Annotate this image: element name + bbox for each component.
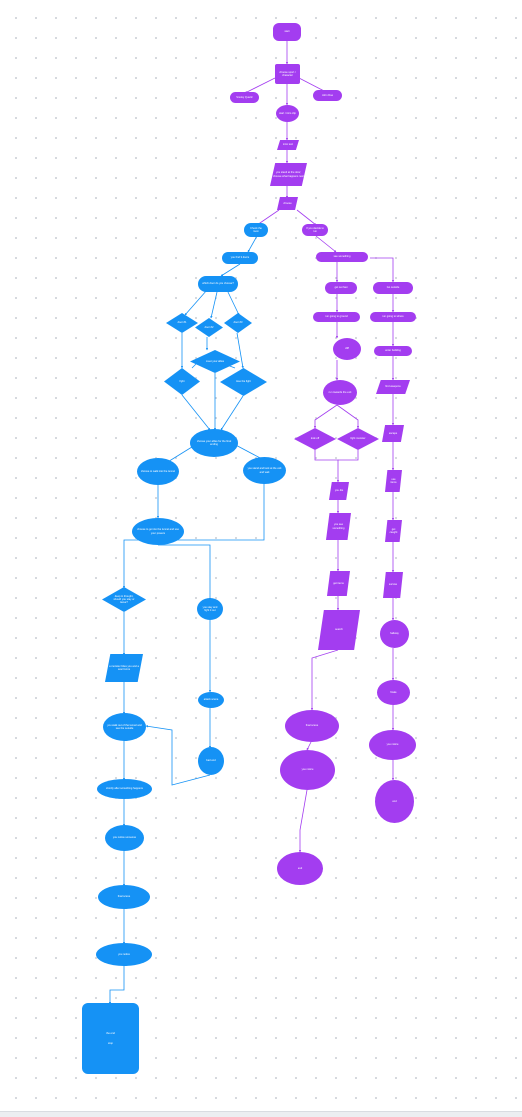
node-enter-building[interactable]: enter building — [374, 346, 412, 356]
node-going-ground[interactable]: run going to ground — [313, 312, 360, 322]
node-door-2[interactable]: door #2 — [195, 318, 223, 337]
node-notice[interactable]: you notice someone — [105, 825, 144, 851]
node-which-door[interactable]: which door do you choose? — [198, 276, 238, 292]
node-stay-fight[interactable]: you stay and fight it out — [197, 598, 223, 620]
node-bad-end[interactable]: bad end — [198, 747, 224, 775]
node-choose[interactable]: choose — [277, 197, 298, 210]
node-purple-col[interactable]: you see something — [326, 513, 351, 540]
node-find-weapons[interactable]: find weapons — [376, 380, 410, 394]
node-fight-monster[interactable]: fight monster — [337, 428, 379, 450]
connector — [296, 209, 317, 226]
node-final-blue[interactable]: final scene — [98, 885, 150, 909]
node-intro-clip[interactable]: start / intro clip — [276, 105, 299, 122]
node-john-doe[interactable]: John Doe — [313, 90, 342, 101]
node-notice-end[interactable]: you notice — [96, 943, 152, 966]
connector — [247, 235, 258, 253]
node-notice-purple[interactable]: you notice — [280, 750, 335, 790]
node-start[interactable]: start — [273, 23, 301, 41]
node-monster-bites[interactable]: a monster bites you and a scar forms — [105, 654, 143, 682]
node-cliff[interactable]: cliff — [333, 338, 361, 360]
connector — [336, 404, 360, 429]
node-right-top[interactable]: Go outside — [373, 282, 413, 294]
node-door-3[interactable]: door #3 — [224, 313, 252, 333]
connector — [313, 404, 338, 429]
node-hallway[interactable]: you notice — [369, 730, 416, 760]
node-choose-right[interactable]: you stand and look at the exit and wait — [243, 457, 286, 484]
node-meet-allies[interactable]: meet your allies — [190, 350, 240, 373]
node-get-caught[interactable]: hallway — [380, 620, 409, 648]
connector — [338, 450, 359, 461]
node-smoky-quartz[interactable]: Smoky Quartz — [230, 92, 259, 103]
node-door-1[interactable]: door #1 — [166, 313, 198, 333]
connector — [315, 235, 337, 253]
connector — [226, 289, 240, 316]
node-run-around[interactable]: run going to where — [370, 312, 416, 322]
node-get-out[interactable]: get out fast — [325, 282, 357, 294]
connector — [210, 291, 218, 319]
node-run-to[interactable]: run towards the exit — [323, 380, 357, 405]
connector — [145, 725, 211, 786]
connector — [256, 209, 280, 226]
node-run[interactable]: If you decide to run — [302, 224, 328, 236]
connector — [244, 77, 276, 94]
connector — [298, 789, 308, 853]
connector — [314, 450, 340, 483]
connector — [108, 965, 125, 1005]
node-purple-col-3[interactable]: search — [318, 610, 360, 650]
node-choose-allies[interactable]: choose your allies for the final ending — [190, 429, 238, 457]
node-escape[interactable]: get caught — [385, 520, 402, 542]
node-final-purple[interactable]: final scene — [285, 710, 339, 742]
connector — [220, 395, 244, 431]
connector — [122, 482, 265, 589]
connector — [310, 649, 339, 711]
node-shortly-after[interactable]: shortly after something happens — [97, 779, 152, 799]
node-tunnel-path[interactable]: choose to go into the tunnel and use you… — [132, 518, 184, 545]
node-fight[interactable]: fight — [164, 368, 200, 395]
node-intro-text[interactable]: intro text — [277, 140, 299, 150]
node-use-items[interactable]: survive — [383, 572, 403, 598]
node-think-thoughts[interactable]: deep in thought, should you stay or leav… — [102, 587, 146, 612]
bottom-toolbar-strip — [0, 1111, 522, 1117]
node-you-die[interactable]: you die — [329, 482, 349, 500]
connector — [370, 257, 395, 283]
node-get-items[interactable]: escape — [382, 425, 404, 442]
connector — [181, 394, 211, 431]
node-end-purple[interactable]: end — [277, 852, 323, 885]
node-choose-left[interactable]: choose to walk into the tunnel — [137, 458, 179, 485]
connector — [158, 544, 212, 601]
node-attack-scene[interactable]: attack scene — [198, 692, 224, 708]
node-survive[interactable]: finale — [377, 680, 410, 705]
connector — [220, 263, 241, 277]
node-choose-sport[interactable]: choose sport / character — [275, 64, 300, 84]
node-look-off[interactable]: look off — [294, 428, 336, 450]
node-lose-fight[interactable]: lose the fight — [220, 368, 267, 396]
node-purple-col-2[interactable]: get items — [327, 571, 350, 596]
node-choice-box[interactable]: you stand at the door; choose what happe… — [270, 163, 307, 186]
node-you-walk[interactable]: you walk out of the tunnel and see the o… — [103, 713, 146, 741]
node-search[interactable]: use items — [385, 470, 402, 492]
connector — [184, 289, 208, 316]
node-check-room[interactable]: Check the room — [244, 223, 268, 237]
node-end-right[interactable]: end — [375, 780, 414, 823]
node-find-doors[interactable]: you find 3 doors — [222, 252, 258, 264]
connector — [236, 332, 244, 369]
node-see-something[interactable]: see something — [316, 252, 368, 262]
